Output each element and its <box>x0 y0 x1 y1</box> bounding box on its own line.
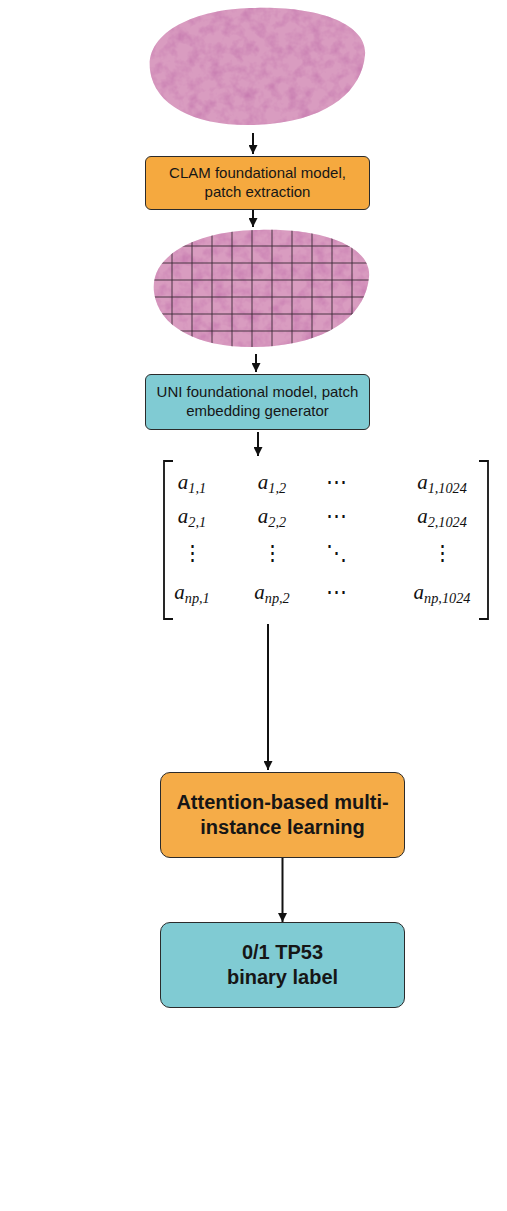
matrix-brackets <box>164 461 488 619</box>
node-label: Attention-based multi-instance learning <box>167 790 399 840</box>
output-box: 0/1 TP53 binary label <box>160 922 405 1008</box>
tissue-slide <box>150 8 365 125</box>
tissue-shape <box>154 230 369 347</box>
tissue-shape <box>150 8 365 125</box>
matrix-entry: a2,1 <box>178 506 206 527</box>
process-box: Attention-based multi-instance learning <box>160 772 405 858</box>
flow-arrow <box>257 432 259 456</box>
matrix-ellipsis: ⋯ <box>326 472 347 493</box>
right-bracket <box>479 461 488 619</box>
flow-arrow <box>252 133 254 154</box>
flow-arrow <box>255 354 257 372</box>
matrix-entry: a1,2 <box>258 472 286 493</box>
matrix-ellipsis: ⋯ <box>326 582 347 603</box>
matrix-ellipsis: ⋮ <box>432 543 453 564</box>
matrix-ellipsis: ⋮ <box>182 543 203 564</box>
node-label: UNI foundational model, patch embedding … <box>155 383 360 421</box>
process-box: CLAM foundational model, patch extractio… <box>145 156 370 210</box>
tiled-tissue-slide <box>150 228 375 352</box>
matrix-entry: a1,1024 <box>417 472 467 493</box>
process-box: UNI foundational model, patch embedding … <box>145 374 370 430</box>
tissue-texture <box>150 8 365 125</box>
flow-arrow <box>282 858 284 922</box>
matrix-ellipsis: ⋱ <box>326 543 347 564</box>
patch-grid <box>150 228 375 352</box>
flow-arrow <box>267 624 269 770</box>
matrix-entry: anp,2 <box>254 582 289 603</box>
matrix-ellipsis: ⋯ <box>326 506 347 527</box>
tissue-texture <box>154 230 369 347</box>
matrix-entry: anp,1024 <box>414 582 471 603</box>
matrix-ellipsis: ⋮ <box>262 543 283 564</box>
matrix-entry: a1,1 <box>178 472 206 493</box>
matrix-entry: a2,1024 <box>417 506 467 527</box>
node-label: CLAM foundational model, patch extractio… <box>155 164 360 202</box>
flow-arrow <box>252 210 254 227</box>
matrix-entry: anp,1 <box>174 582 209 603</box>
matrix-entry: a2,2 <box>258 506 286 527</box>
flow-arrows <box>253 133 268 770</box>
node-label: 0/1 TP53 binary label <box>213 940 353 990</box>
left-bracket <box>164 461 173 619</box>
